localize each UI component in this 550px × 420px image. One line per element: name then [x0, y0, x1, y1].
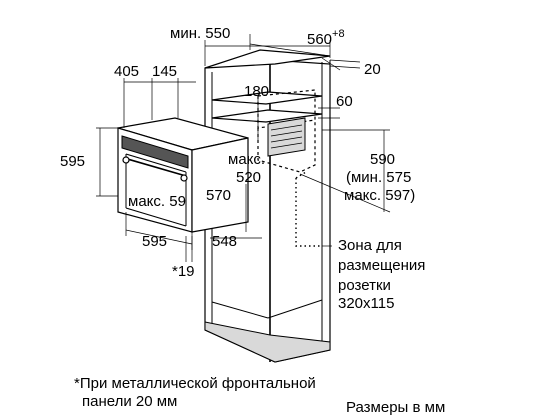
footnote: *При металлической фронтальной панели 20… [74, 375, 445, 416]
label-star-19: *19 [172, 263, 195, 280]
label-595-width: 595 [142, 233, 167, 250]
dimension-labels: мин. 550 560+8 20 405 145 180 60 595 мак… [60, 25, 415, 280]
label-20: 20 [364, 61, 381, 78]
label-max: макс. [228, 151, 265, 168]
label-145: 145 [152, 63, 177, 80]
label-min-550: мин. 550 [170, 25, 230, 42]
label-max-597: макс. 597) [344, 187, 415, 204]
socket-zone-labels: Зона для размещения розетки 320x115 [338, 237, 425, 312]
footnote-line-2: панели 20 мм [82, 393, 177, 410]
socket-zone-line-3: розетки [338, 277, 391, 294]
label-405: 405 [114, 63, 139, 80]
label-180: 180 [244, 83, 269, 100]
socket-zone-line-1: Зона для [338, 237, 402, 254]
label-570: 570 [206, 187, 231, 204]
socket-zone-outline [295, 171, 320, 247]
footnote-line-1: *При металлической фронтальной [74, 375, 316, 392]
ventilation-zone [257, 89, 316, 173]
label-595-height: 595 [60, 153, 85, 170]
label-548: 548 [212, 233, 237, 250]
socket-zone-line-2: размещения [338, 257, 425, 274]
oven [117, 117, 249, 233]
label-min-575: (мин. 575 [346, 169, 411, 186]
label-60: 60 [336, 93, 353, 110]
label-max-59: макс. 59 [128, 193, 186, 210]
dimension-lines [96, 34, 391, 262]
label-590: 590 [370, 151, 395, 168]
label-max-520: 520 [236, 169, 261, 186]
socket-zone-line-4: 320x115 [338, 295, 394, 312]
label-560-value: 560 [307, 31, 332, 48]
label-560-sup: +8 [332, 28, 345, 40]
units-note: Размеры в мм [346, 399, 445, 416]
label-560: 560+8 [307, 28, 345, 48]
